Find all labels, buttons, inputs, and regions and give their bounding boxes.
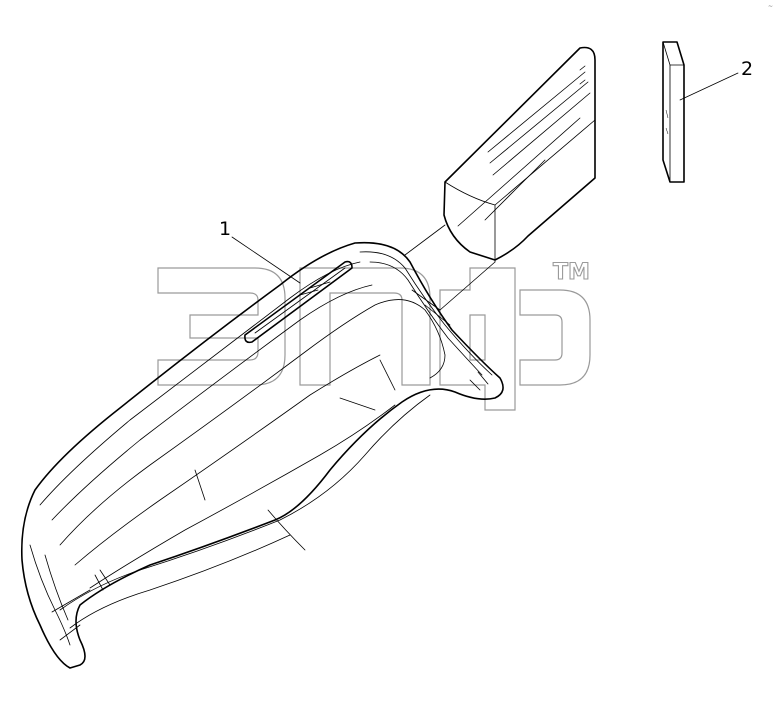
part-1-mirror-housing xyxy=(20,241,504,669)
callout-2-label: 2 xyxy=(741,58,753,80)
part-2-plate xyxy=(662,41,685,183)
callout-1: 1 xyxy=(219,218,301,284)
mirror-bracket xyxy=(443,46,596,263)
explode-lines xyxy=(404,224,496,311)
watermark-logo xyxy=(157,267,591,411)
corner-mark: ~ xyxy=(768,3,773,10)
callout-2: 2 xyxy=(679,58,753,101)
callout-1-label: 1 xyxy=(219,218,231,240)
trademark-mark: TM xyxy=(553,260,590,285)
